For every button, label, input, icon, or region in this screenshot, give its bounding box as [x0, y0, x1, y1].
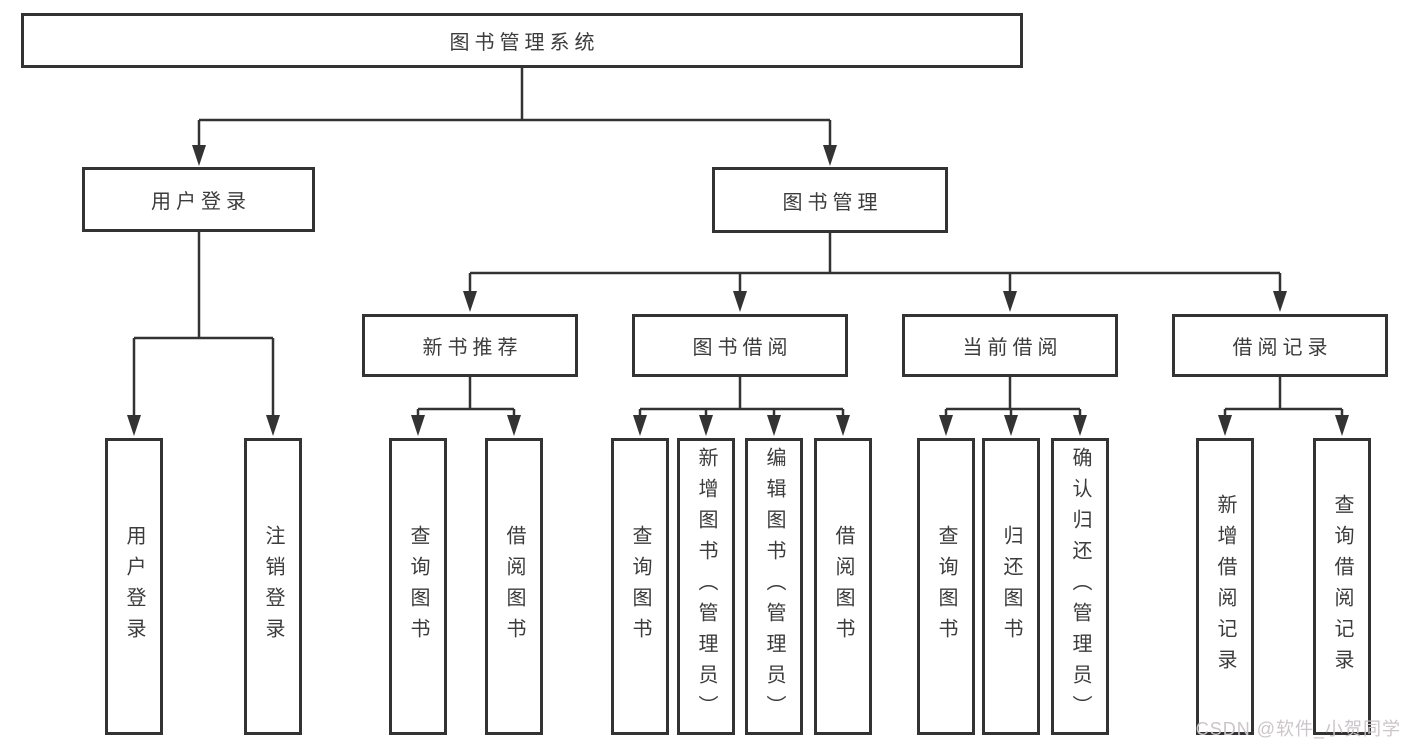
arrowhead-icon [633, 415, 647, 436]
arrowhead-icon [1218, 415, 1232, 436]
node-current-borrowing: 当前借阅 [902, 314, 1118, 377]
arrowhead-icon [939, 415, 953, 436]
arrowhead-icon [411, 415, 425, 436]
arrowhead-icon [699, 415, 713, 436]
arrowhead-icon [836, 415, 850, 436]
arrowhead-icon [1003, 291, 1017, 312]
node-borrowing-records: 借阅记录 [1172, 314, 1388, 377]
leaf-add-books-admin: 新增图书（管理员） [677, 438, 735, 735]
arrowhead-icon [1004, 415, 1018, 436]
arrowheads [127, 145, 1349, 436]
node-book-borrowing: 图书借阅 [632, 314, 848, 377]
leaf-query-books-borrowing: 查询图书 [611, 438, 669, 735]
arrowhead-icon [1073, 415, 1087, 436]
leaf-query-books-current: 查询图书 [917, 438, 975, 735]
arrowhead-icon [507, 415, 521, 436]
arrowhead-icon [1335, 415, 1349, 436]
arrowhead-icon [733, 291, 747, 312]
leaf-return-books: 归还图书 [982, 438, 1040, 735]
arrowhead-icon [1273, 291, 1287, 312]
leaf-query-borrow-record: 查询借阅记录 [1313, 438, 1371, 735]
node-new-book-recommend: 新书推荐 [362, 314, 578, 377]
leaf-borrow-books-borrowing: 借阅图书 [814, 438, 872, 735]
leaf-logout: 注销登录 [244, 438, 302, 735]
leaf-add-borrow-record: 新增借阅记录 [1196, 438, 1254, 735]
leaf-edit-books-admin: 编辑图书（管理员） [745, 438, 803, 735]
leaf-user-login: 用户登录 [105, 438, 163, 735]
arrowhead-icon [823, 145, 837, 166]
csdn-watermark: CSDN @软件_小贺同学 [1195, 719, 1401, 739]
arrowhead-icon [192, 145, 206, 166]
arrowhead-icon [463, 291, 477, 312]
arrowhead-icon [266, 415, 280, 436]
leaf-confirm-return-admin: 确认归还（管理员） [1051, 438, 1109, 735]
arrowhead-icon [127, 415, 141, 436]
node-root-system: 图书管理系统 [21, 13, 1023, 68]
leaf-query-books-recommend: 查询图书 [389, 438, 447, 735]
leaf-borrow-books-recommend: 借阅图书 [485, 438, 543, 735]
node-book-management: 图书管理 [712, 167, 948, 233]
arrowhead-icon [767, 415, 781, 436]
node-user-login: 用户登录 [82, 167, 315, 232]
